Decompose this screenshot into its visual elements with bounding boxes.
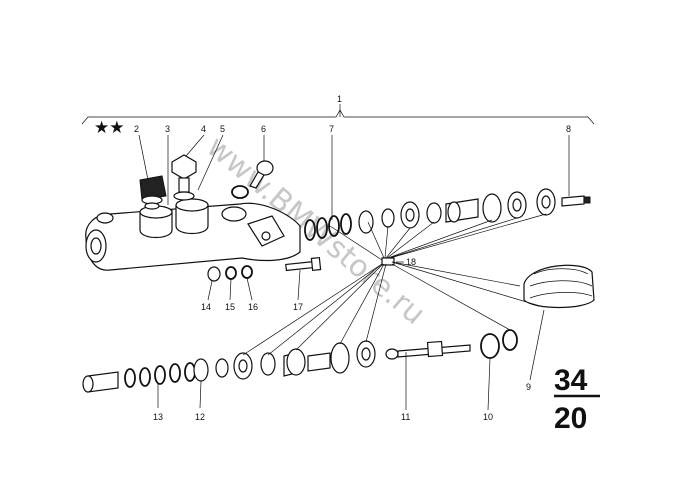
part-10b: [502, 329, 518, 351]
callout-7: 7: [329, 124, 334, 134]
callout-16: 16: [248, 302, 258, 312]
callout-6: 6: [261, 124, 266, 134]
callout-4: 4: [201, 124, 206, 134]
master-cylinder-housing: [85, 198, 301, 271]
callout-10: 10: [483, 412, 493, 422]
callout-9: 9: [526, 382, 531, 392]
part-7-internals-upper: [304, 188, 556, 241]
part-13-piston: [82, 362, 196, 393]
leader-lines: [138, 104, 570, 411]
part-12: [193, 358, 209, 382]
part-16: [241, 265, 253, 279]
callout-13: 13: [153, 412, 163, 422]
callout-1: 1: [337, 94, 342, 104]
part-14: [207, 266, 221, 282]
callout-12: 12: [195, 412, 205, 422]
part-17-bolt: [285, 256, 322, 272]
fan-leaders-18: [242, 213, 547, 356]
page-number: 34 20: [554, 364, 600, 435]
callout-18: 18: [406, 257, 416, 267]
callout-3: 3: [165, 124, 170, 134]
part-9-boot: [523, 264, 595, 309]
callout-15: 15: [225, 302, 235, 312]
callout-5: 5: [220, 124, 225, 134]
part-2-cap: [139, 175, 167, 210]
part-6-screw: [231, 160, 274, 199]
callout-11: 11: [401, 412, 410, 422]
page-number-bottom: 20: [554, 402, 587, 435]
callout-numbers: 1 2 3 4 5 6 7 8 9 10 11 12 13 14 15 16 1…: [134, 94, 571, 422]
page-number-top: 34: [554, 364, 588, 397]
part-8-pin: [561, 195, 591, 207]
part-10: [480, 333, 500, 359]
callout-8: 8: [566, 124, 571, 134]
callout-2: 2: [134, 124, 139, 134]
part-lower-seals: [215, 340, 376, 380]
part-15: [225, 266, 237, 280]
part-11-pushrod: [385, 340, 471, 360]
callout-17: 17: [293, 302, 303, 312]
stars: ★★: [94, 118, 124, 137]
part-4-bolt: [171, 154, 197, 201]
callout-14: 14: [201, 302, 211, 312]
bracket-1: [81, 109, 595, 125]
